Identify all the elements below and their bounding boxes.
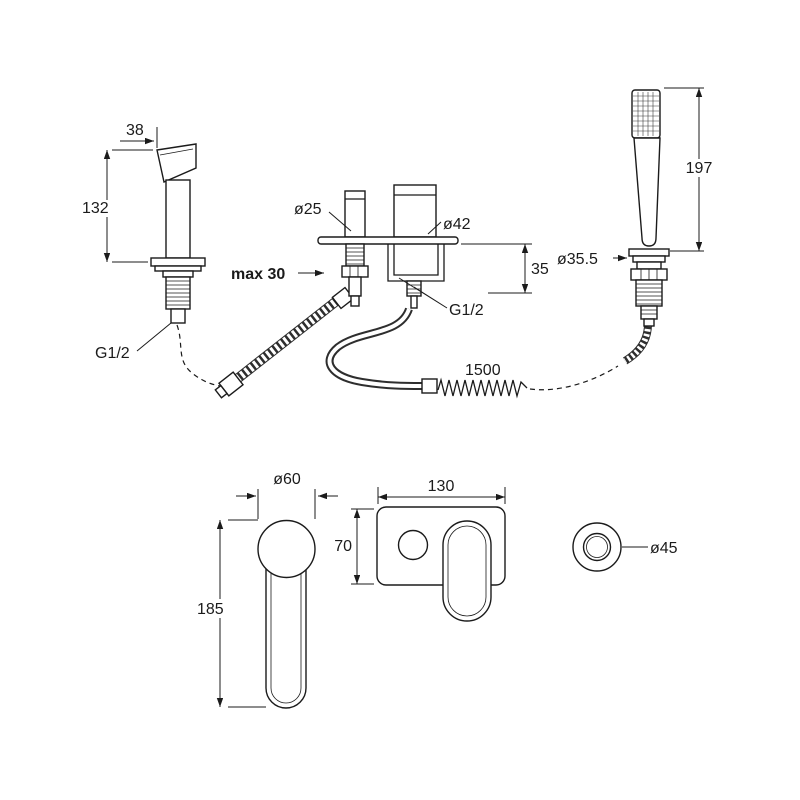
label-left-cylinder-diameter: ø25 [294, 201, 352, 232]
hose-connector-nut [421, 378, 438, 394]
label-connection-thread: G1/2 [398, 277, 484, 319]
plate-width-label: 130 [428, 478, 455, 495]
max-thickness-label: max 30 [231, 266, 285, 283]
hose-length-label: 1500 [465, 362, 501, 379]
label-elbow-diameter: ø35.5 [557, 251, 627, 268]
handshower-side-view [631, 89, 661, 247]
spout-height-label: 132 [82, 200, 109, 217]
plate-outlet-circle [397, 529, 429, 561]
dim-spout-height: 132 [80, 149, 153, 263]
elbow-coil-tail [622, 323, 652, 365]
braided-supply-hose [214, 286, 355, 399]
left-cylinder [344, 190, 366, 238]
spout-thread-label: G1/2 [95, 345, 130, 362]
spout-supply-dashed-line [176, 324, 222, 387]
label-spout-thread: G1/2 [95, 322, 172, 362]
left-cylinder-label: ø25 [294, 201, 322, 218]
label-hose-length: 1500 [465, 362, 501, 379]
dim-handshower-height: 197 [664, 87, 718, 252]
dim-spout-top-width: 38 [120, 122, 158, 148]
label-escutcheon-diameter: ø45 [622, 540, 678, 557]
spout-side-view [150, 143, 206, 324]
dim-handle-base-diameter: ø60 [236, 471, 338, 519]
dim-under-deck-depth: 35 [461, 243, 549, 294]
label-deck-max-thickness: max 30 [231, 266, 324, 283]
right-cylinder [393, 184, 437, 238]
mixer-deck-section [317, 184, 459, 309]
handle-length-label: 185 [197, 601, 224, 618]
handle-base-diameter-label: ø60 [273, 471, 301, 488]
coiled-hose-1500 [437, 365, 619, 399]
plate-height-label: 70 [334, 538, 352, 555]
lever-handle-front-view [257, 519, 316, 709]
handshower-height-label: 197 [686, 160, 713, 177]
handle-base-circle [257, 519, 316, 579]
shower-handle [633, 137, 661, 247]
dim-plate-height: 70 [334, 508, 374, 585]
escutcheon-diameter-label: ø45 [650, 540, 678, 557]
label-right-cylinder-diameter: ø42 [427, 216, 471, 235]
deck-plate [317, 236, 459, 245]
elbow-diameter-label: ø35.5 [557, 251, 598, 268]
right-cylinder-label: ø42 [443, 216, 471, 233]
plate-with-lever-front-view [376, 506, 506, 622]
spout-width-label: 38 [126, 122, 144, 139]
escutcheon-front-view [572, 522, 622, 572]
dim-handle-length: 185 [194, 519, 266, 708]
connection-thread-label: G1/2 [449, 302, 484, 319]
shower-deck-elbow [628, 248, 670, 327]
plate-lever [442, 520, 492, 622]
smooth-hose-to-coil [325, 307, 438, 394]
under-deck-depth-label: 35 [531, 261, 549, 278]
dim-plate-width: 130 [377, 478, 506, 504]
